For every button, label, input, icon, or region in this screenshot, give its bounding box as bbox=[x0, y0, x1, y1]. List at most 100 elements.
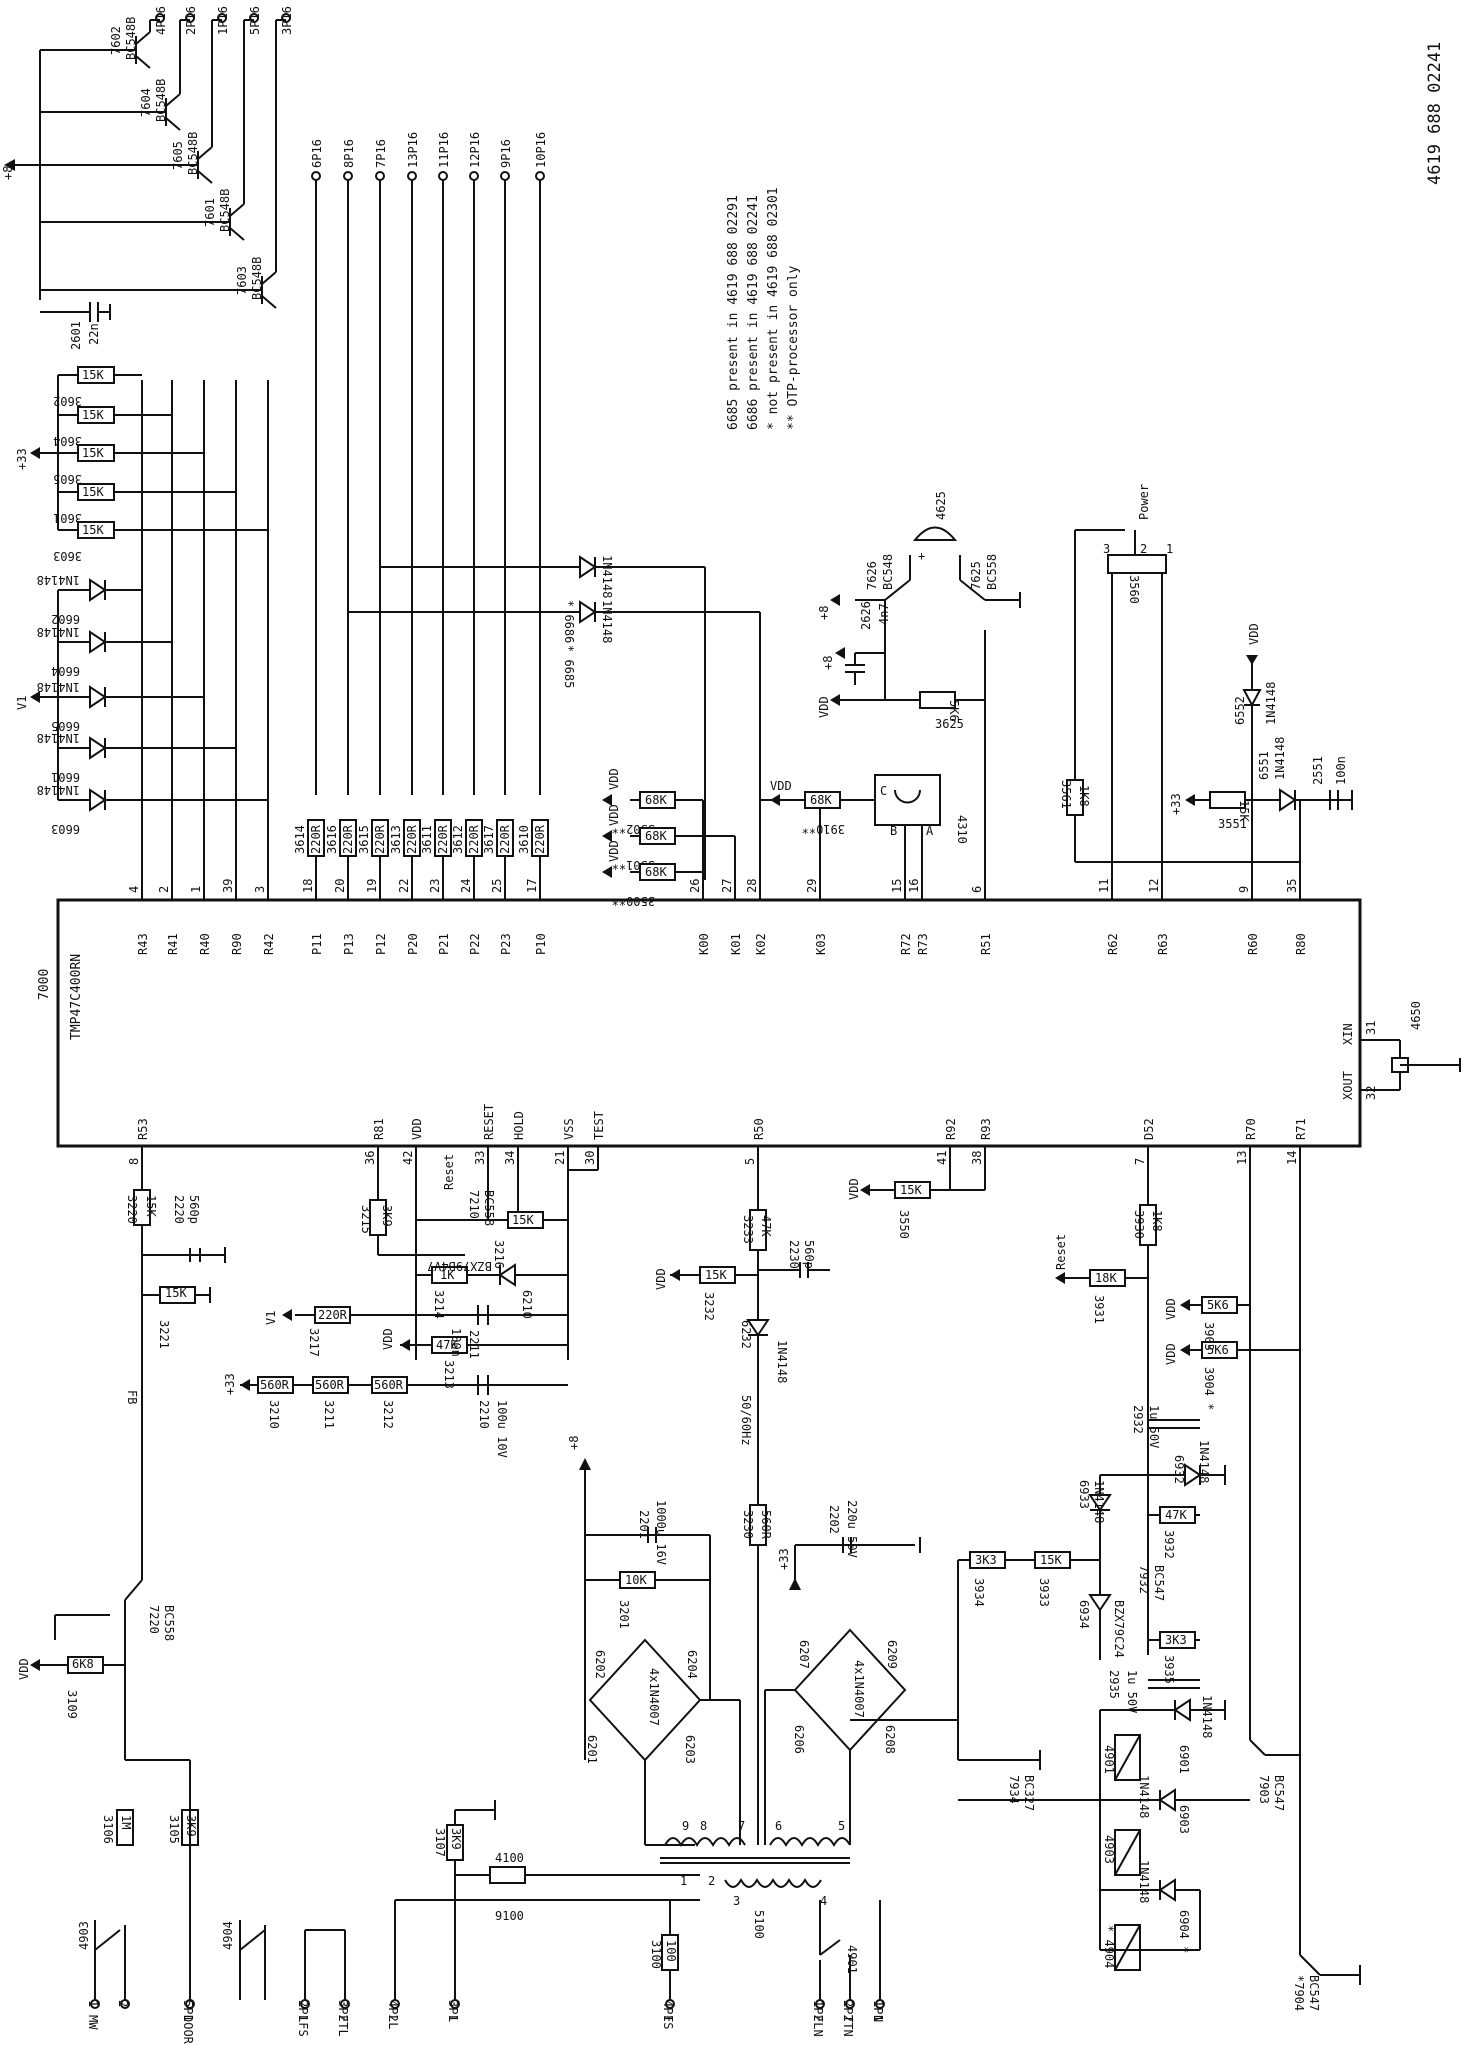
res-3932-ref: 3932 bbox=[1162, 1530, 1176, 1559]
tr-ref-7603: 7603 bbox=[235, 266, 249, 295]
hz-label: 50/60Hz bbox=[739, 1395, 753, 1446]
pin-num-bot-38: 38 bbox=[970, 1151, 984, 1165]
ir-rx-ref: 4310 bbox=[955, 815, 969, 844]
pin-num-top-6: 6 bbox=[970, 886, 984, 893]
digit-connector-label-0: 6P16 bbox=[310, 139, 324, 168]
tr-type-7602: BC548B bbox=[124, 17, 138, 60]
diode-6932-ref: 6932 bbox=[1172, 1455, 1186, 1484]
k-vdd-2: VDD bbox=[607, 804, 621, 826]
bridge2-d1: 6206 bbox=[792, 1725, 806, 1754]
relay-block: 1K8 3930 Reset 18K 3931 VDD 5K6 3903 VDD… bbox=[850, 1146, 1361, 2011]
digit-connector-4 bbox=[438, 171, 448, 181]
bottom-connector-ref-3: 2P1 bbox=[296, 2000, 310, 2022]
pullup-val-3604: 15K bbox=[82, 408, 104, 422]
res-3106-ref: 3106 bbox=[101, 1815, 115, 1844]
pin-name-bot-R50: R50 bbox=[752, 1118, 766, 1140]
bottom-connector-ref-8: 1P2 bbox=[811, 2000, 825, 2022]
v1-diode-ref-6603: 6603 bbox=[51, 822, 80, 836]
bridge1-d1: 6201 bbox=[585, 1735, 599, 1764]
pullup-val-3603: 15K bbox=[82, 523, 104, 537]
pin-name-bot-D52: D52 bbox=[1142, 1118, 1156, 1140]
note-1: 6685 present in 4619 688 02291 bbox=[726, 195, 741, 430]
cap-2220-val: 560p bbox=[187, 1195, 201, 1224]
tr-ref-7602: 7602 bbox=[109, 26, 123, 55]
res-3931-val: 18K bbox=[1095, 1271, 1117, 1285]
pullup-ref-3605: 3605 bbox=[53, 472, 82, 486]
bottom-connector-ref-6: 3P1 bbox=[446, 2000, 460, 2022]
pin-name-top-R40: R40 bbox=[198, 933, 212, 955]
cap-2220-ref: 2220 bbox=[172, 1195, 186, 1224]
res-3934-ref: 3934 bbox=[972, 1578, 986, 1607]
cap-2551-ref: 2551 bbox=[1311, 756, 1325, 785]
tr-type-7604: BC548B bbox=[154, 79, 168, 122]
port-res-ref-3611: 3611 bbox=[420, 825, 434, 854]
cap-2932-val: 1u 50V bbox=[1147, 1405, 1161, 1448]
res-3216-val: 15K bbox=[512, 1213, 534, 1227]
ic-ref: 7000 bbox=[37, 969, 52, 1000]
pin-num-top-3: 3 bbox=[253, 886, 267, 893]
v1-diode-type-6604: 1N4148 bbox=[37, 625, 80, 639]
cap-2210-val: 100u 10V bbox=[495, 1400, 509, 1458]
mains-block: 47K 3233 2230 560p VDD 15K 3232 6232 1N4… bbox=[567, 1146, 986, 1846]
res-3201-val: 10K bbox=[625, 1573, 647, 1587]
res-3233-ref: 3233 bbox=[741, 1215, 755, 1244]
pin-name-top-R43: R43 bbox=[136, 933, 150, 955]
pin-num-top-39: 39 bbox=[221, 879, 235, 893]
cap-2211-val: 100n bbox=[449, 1328, 463, 1357]
tr-ref-7604: 7604 bbox=[139, 88, 153, 117]
transformer-pin1: 1 bbox=[680, 1874, 687, 1888]
rail-v1-top: V1 bbox=[15, 696, 29, 710]
rail-p33-top: +33 bbox=[15, 448, 29, 470]
pin-num-top-26: 26 bbox=[688, 879, 702, 893]
bridge1-type: 4x1N4007 bbox=[647, 1668, 661, 1726]
cap-2201-val: 1000u 16V bbox=[654, 1500, 668, 1565]
res-3221-ref: 3221 bbox=[157, 1320, 171, 1349]
diode-6685-type: 1N4148 bbox=[600, 600, 614, 643]
pin-num-bot-14: 14 bbox=[1285, 1151, 1299, 1165]
rail-vdd-3109: VDD bbox=[17, 1658, 31, 1680]
v1-diode-6601 bbox=[89, 736, 107, 760]
tr-7903-ref: 7903 bbox=[1257, 1775, 1271, 1804]
transformer-pin7: 7 bbox=[738, 1819, 745, 1833]
bottom-connector-ref-0: 1 bbox=[86, 2000, 100, 2007]
res-3551-ref: 3551 bbox=[1218, 817, 1247, 831]
res-3550-ref: 3550 bbox=[897, 1210, 911, 1239]
pin-num-bot-36: 36 bbox=[363, 1151, 377, 1165]
pin-num-top-12: 12 bbox=[1147, 879, 1161, 893]
bottom-connector-sig-5: LL bbox=[386, 2015, 400, 2029]
cap-2551-val: 100n bbox=[1334, 756, 1348, 785]
v1-diode-ref-6605: 6605 bbox=[51, 719, 80, 733]
ic-bottom-pins: R538R8136VDD42RESET33HOLD34VSS21TEST30R5… bbox=[127, 1104, 1308, 1166]
diode-6552-ref: 6552 bbox=[1233, 696, 1247, 725]
pot-3560-p2: 2 bbox=[1140, 542, 1147, 556]
pin-name-bot-VDD: VDD bbox=[410, 1118, 424, 1140]
bottom-connector-7 bbox=[665, 1999, 675, 2009]
bottom-connector-sig-4: FTL bbox=[336, 2015, 350, 2037]
res-3933-ref: 3933 bbox=[1037, 1578, 1051, 1607]
v1-diode-6604 bbox=[89, 630, 107, 654]
digit-connector-label-4: 11P16 bbox=[437, 132, 451, 168]
cap-2601-val: 22n bbox=[87, 323, 101, 345]
res-3930-ref: 3930 bbox=[1132, 1210, 1146, 1239]
tr-7903-type: BC547 bbox=[1272, 1775, 1286, 1811]
note-3: * not present in 4619 688 02301 bbox=[766, 187, 781, 430]
k-res-2 bbox=[639, 863, 676, 881]
tr-7904-ref: *7904 bbox=[1292, 1975, 1306, 2011]
pin-name-top-P23: P23 bbox=[499, 933, 513, 955]
pin-name-top-R62: R62 bbox=[1106, 933, 1120, 955]
rail-p8-psu: +8 bbox=[567, 1436, 581, 1450]
cap-2932-ref: 2932 bbox=[1131, 1405, 1145, 1434]
bottom-connector-0 bbox=[90, 1999, 100, 2009]
digit-connector-2 bbox=[375, 171, 385, 181]
pin-name-bot-R93: R93 bbox=[979, 1118, 993, 1140]
bottom-connector-10 bbox=[875, 1999, 885, 2009]
bottom-connector-sig-8: FLN bbox=[811, 2015, 825, 2037]
bridge2-type: 4x1N4007 bbox=[852, 1660, 866, 1718]
rail-vdd-3232: VDD bbox=[654, 1268, 668, 1290]
inductor-4100: 4100 bbox=[495, 1851, 524, 1865]
tr-col-0 bbox=[135, 31, 151, 45]
diode-6686-ref: * 6686 bbox=[562, 600, 576, 643]
res-3933-val: 15K bbox=[1040, 1553, 1062, 1567]
top-connector-label-3: 5P16 bbox=[248, 6, 262, 35]
pin-num-top-17: 17 bbox=[525, 879, 539, 893]
